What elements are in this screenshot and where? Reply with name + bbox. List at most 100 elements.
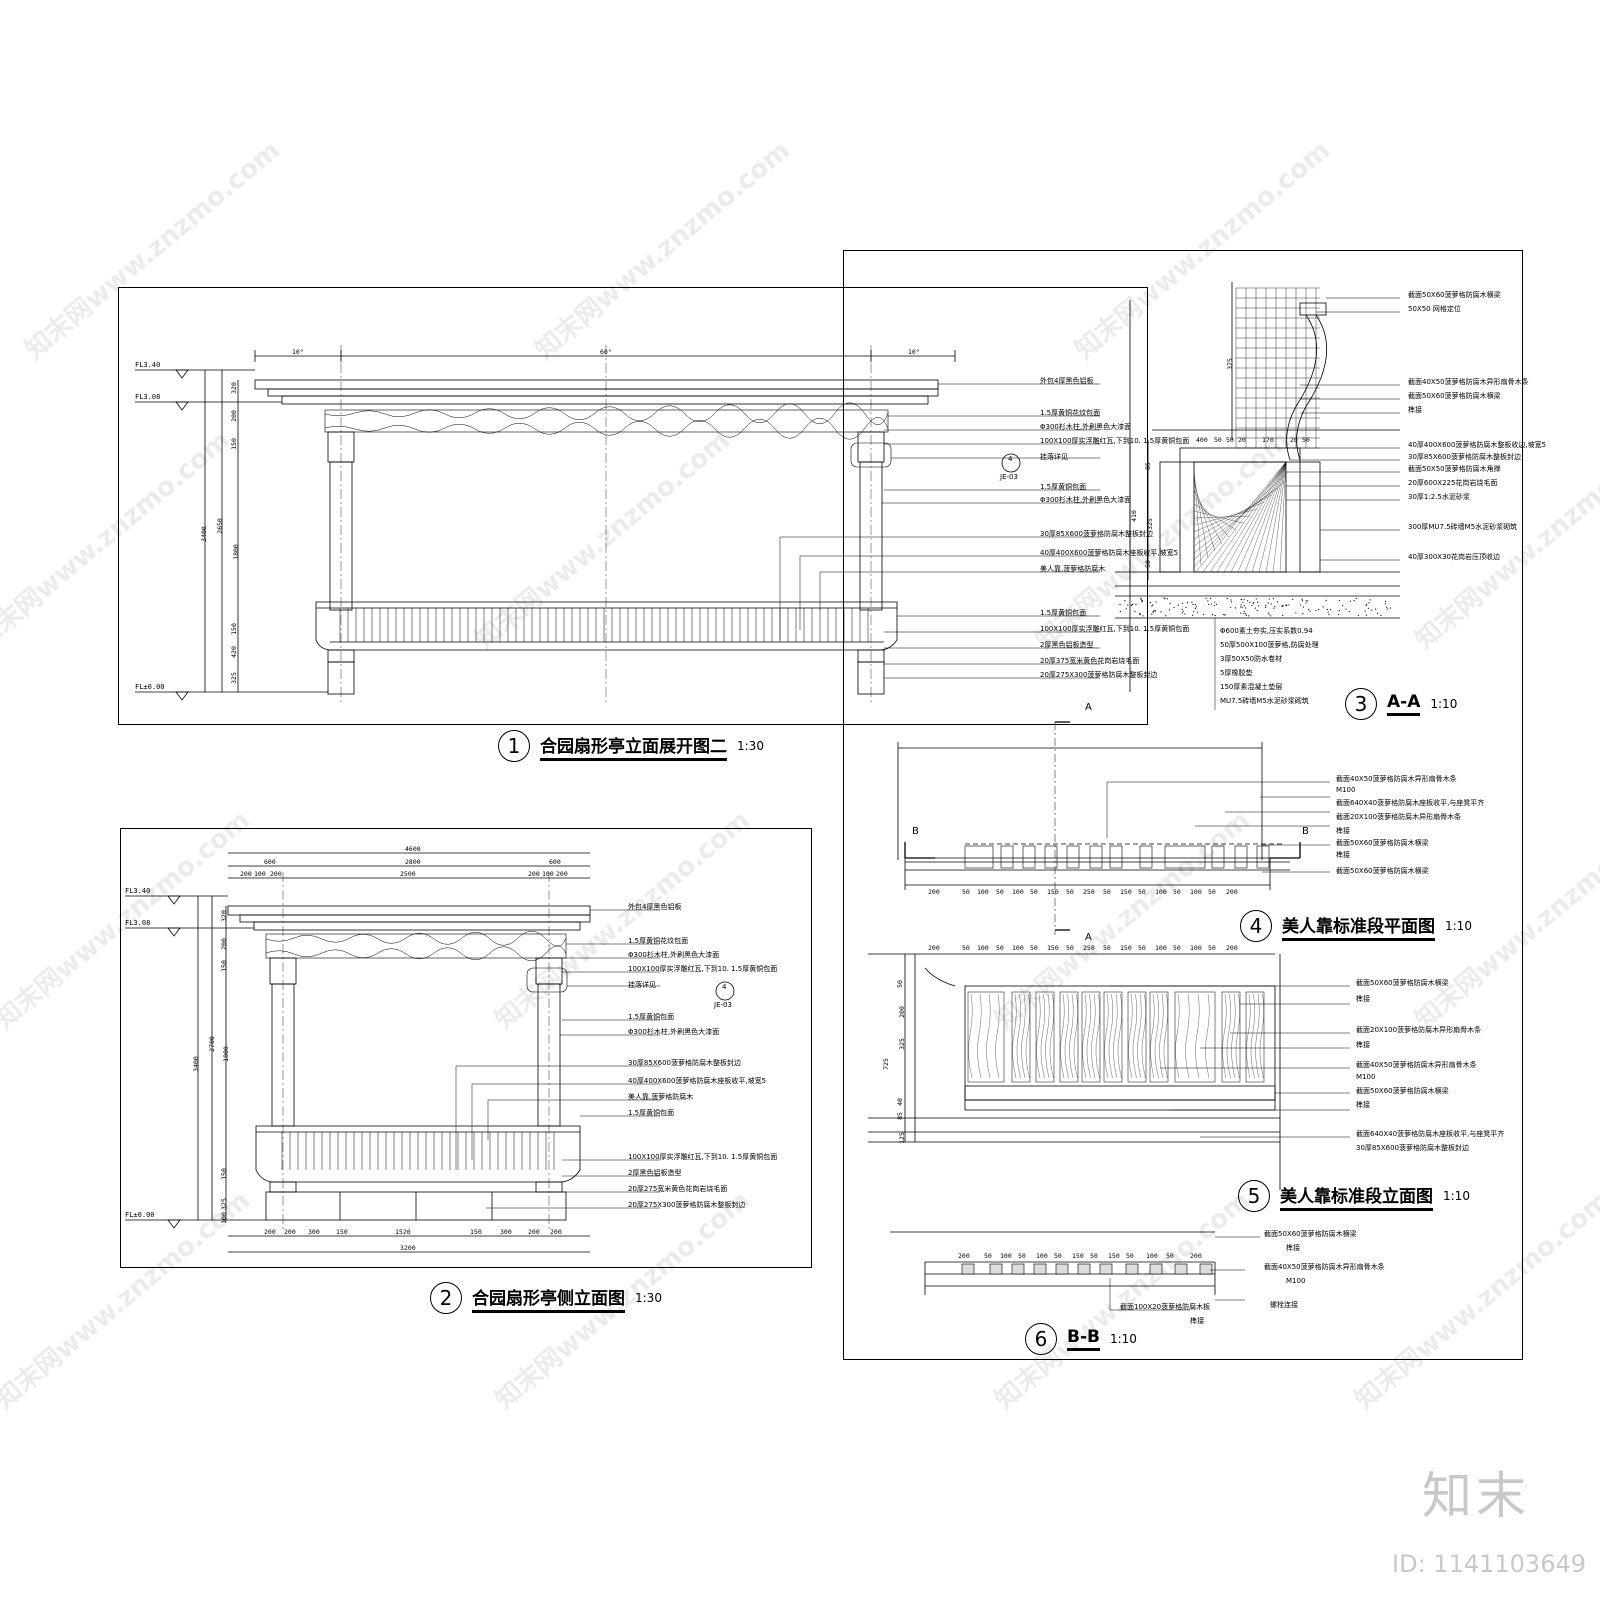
- dim-d6-top-5: 50: [1054, 1252, 1062, 1260]
- note-d3-10: 300厚MU7.5砖墙M5水泥砂浆砌筑: [1408, 523, 1518, 531]
- note-d2-13: 20厚275宽米黄色花岗岩烧毛面: [628, 1185, 728, 1193]
- dim-d1-left-3: 2650: [215, 518, 224, 534]
- note-d1-1: 1.5厚黄铜花纹包面: [1040, 409, 1101, 417]
- drawing-number-2: 2: [430, 1282, 462, 1314]
- dim-d4-bottom-3: 50: [996, 888, 1004, 896]
- dim-d2-top-8: 200: [528, 870, 540, 878]
- dim-d1-top-0: 10°: [292, 348, 304, 356]
- drawing-number-1: 1: [498, 730, 530, 762]
- dim-d5-top-16: 200: [1226, 944, 1238, 952]
- note-d1-7: 30厚85X600菠萝格防腐木整板封边: [1040, 530, 1153, 538]
- dim-d6-top-0: 200: [958, 1252, 970, 1260]
- section-mark-b-right: B: [1302, 826, 1309, 837]
- dim-d6-top-11: 50: [1166, 1252, 1174, 1260]
- dim-d6-top-12: 200: [1190, 1252, 1202, 1260]
- note-d5-3: 榫接: [1356, 1041, 1370, 1049]
- dim-d5-left-0: 50: [895, 980, 904, 988]
- note-d1-2: Φ300杉木柱,外刷黑色大漆面: [1040, 423, 1132, 431]
- note-d6-3: M100: [1286, 1277, 1306, 1285]
- sheet-frame-side-elevation-2: [120, 828, 812, 1268]
- dim-d2-left-4: 1800: [221, 1046, 230, 1062]
- dim-d3-left-4: 50: [1143, 560, 1152, 568]
- drawing-5-elevation-linework: [868, 953, 1350, 1190]
- dim-d4-bottom-0: 200: [928, 888, 940, 896]
- dim-d2-left-8: 100: [219, 1212, 228, 1224]
- note-d3-7: 截面50X50菠萝格防腐木角撑: [1408, 465, 1501, 473]
- dim-d1-top-2: 10°: [908, 348, 920, 356]
- dim-d6-top-2: 100: [1000, 1252, 1012, 1260]
- dim-d5-left-1: 200: [897, 1006, 906, 1018]
- dim-d1-left-0: 320: [229, 382, 238, 394]
- dim-d5-left-4: 40: [895, 1098, 904, 1106]
- section-mark-a-bottom: A: [1085, 932, 1092, 943]
- dim-d2-left-5: 3400: [191, 1056, 200, 1072]
- dim-d5-top-14: 100: [1190, 944, 1202, 952]
- note-d3f-2: 3厚50X50防水卷材: [1220, 655, 1283, 663]
- note-d5-1: 榫接: [1356, 995, 1370, 1003]
- dim-d2-left-1: 200: [219, 938, 228, 950]
- note-d3-1: 50X50 网格定位: [1408, 305, 1461, 313]
- dim-d5-top-1: 50: [962, 944, 970, 952]
- note-d3-4: 榫接: [1408, 406, 1422, 414]
- drawing-name-1: 合园扇形亭立面展开图二: [540, 732, 727, 761]
- dim-d4-bottom-16: 200: [1226, 888, 1238, 896]
- note-d1-3: 100X100厚实浮雕红瓦,下到10. 1.5厚黄铜包面: [1040, 437, 1190, 445]
- dim-d2-left-6: 150: [219, 1168, 228, 1180]
- dim-d4-bottom-11: 50: [1138, 888, 1146, 896]
- drawing-1-railing: [339, 608, 869, 642]
- dim-d5-top-4: 100: [1012, 944, 1024, 952]
- dim-d2-bottom-6: 300: [500, 1228, 512, 1236]
- note-d2-5: 1.5厚黄铜包面: [628, 1013, 675, 1021]
- note-d2-1: 1.5厚黄铜花纹包面: [628, 937, 689, 945]
- note-d1-14: 20厚275X300菠萝格防腐木整板封边: [1040, 671, 1158, 679]
- dim-d3-left-3: 410: [1129, 510, 1138, 522]
- dim-d6-top-9: 50: [1126, 1252, 1134, 1260]
- drawing-1-elevation-linework: [135, 300, 1131, 705]
- dim-d1-left-4: 1800: [231, 544, 240, 560]
- note-d6-2: 截面40X50菠萝格防腐木异形扇骨木条: [1264, 1263, 1385, 1271]
- note-d6-6: 榫接: [1190, 1317, 1204, 1325]
- dim-d5-top-9: 50: [1103, 944, 1111, 952]
- sheet-frame-elevation-1: [118, 287, 1148, 725]
- note-d5-4: 截面40X50菠萝格防腐木异形扇骨木条: [1356, 1061, 1477, 1069]
- dim-d2-bottom-1: 200: [284, 1228, 296, 1236]
- dim-d5-left-5: 85: [895, 1112, 904, 1120]
- dim-d5-top-12: 100: [1155, 944, 1167, 952]
- dim-d6-top-6: 150: [1072, 1252, 1084, 1260]
- note-d4-1: M100: [1336, 786, 1356, 794]
- note-d3-0: 截面50X60菠萝格防腐木横梁: [1408, 291, 1501, 299]
- dim-d2-top-4: 200: [240, 870, 252, 878]
- dim-d6-top-10: 100: [1146, 1252, 1158, 1260]
- dim-d4-bottom-1: 50: [962, 888, 970, 896]
- level-label-fl000-d1: FL±0.00: [135, 683, 165, 691]
- drawing-name-3: A-A: [1387, 692, 1421, 716]
- note-d1-9: 美人靠,菠萝格防腐木: [1040, 565, 1106, 573]
- dim-d5-left-6: 125: [897, 1132, 906, 1144]
- dim-d3-left-0: 375: [1225, 358, 1234, 370]
- note-d6-0: 截面50X60菠萝格防腐木横梁: [1264, 1230, 1357, 1238]
- dim-d2-top-3: 600: [549, 858, 561, 866]
- dim-d6-top-8: 150: [1108, 1252, 1120, 1260]
- dim-d2-bottom-9: 3200: [400, 1244, 416, 1252]
- dim-d1-left-1: 200: [229, 410, 238, 422]
- note-d2-11: 100X100厚实浮雕红瓦,下到10. 1.5厚黄铜包面: [628, 1153, 778, 1161]
- dim-d3-top-5: 20: [1290, 436, 1298, 444]
- dim-d2-left-2: 150: [219, 960, 228, 972]
- note-d5-6: 截面50X60菠萝格防腐木横梁: [1356, 1087, 1449, 1095]
- dim-d2-bottom-8: 200: [550, 1228, 562, 1236]
- dim-d2-left-3: 2700: [207, 1036, 216, 1052]
- note-d3-11: 40厚300X30花岗岩压顶收边: [1408, 553, 1500, 561]
- dim-d4-bottom-13: 50: [1173, 888, 1181, 896]
- dim-d2-top-5: 100: [254, 870, 266, 878]
- note-d3f-4: 150厚素混凝土垫层: [1220, 683, 1283, 691]
- dim-d1-left-7: 420: [229, 646, 238, 658]
- dim-d1-left-8: 325: [229, 672, 238, 684]
- drawing-scale-4: 1:10: [1445, 919, 1472, 933]
- dim-d3-top-6: 50: [1302, 436, 1310, 444]
- note-d5-9: 30厚85X600菠萝格防腐木整板封边: [1356, 1144, 1469, 1152]
- note-d2-8: 40厚400X600菠萝格防腐木座板收平,坡宽5: [628, 1077, 767, 1085]
- brand-logo: 知末: [1422, 1467, 1530, 1525]
- dim-d2-bottom-3: 150: [336, 1228, 348, 1236]
- dim-d5-top-5: 50: [1030, 944, 1038, 952]
- note-d1-0: 外包4厚黑色铝板: [1040, 377, 1094, 385]
